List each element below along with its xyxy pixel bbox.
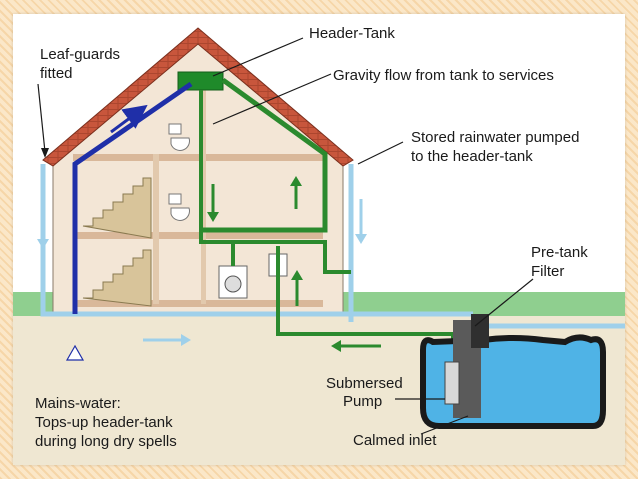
floor-middle [73, 232, 323, 239]
label-leaf-guards-1: Leaf-guards [40, 46, 121, 63]
floor-ground [73, 300, 323, 307]
roof [42, 27, 354, 167]
interior-wall-2 [201, 84, 206, 304]
mains-inlet-arrow [65, 344, 85, 361]
gravity-supply-pipe [199, 90, 351, 274]
label-pre-tank-1: Pre-tank [531, 244, 588, 261]
pump-flow-arrowhead [331, 340, 341, 352]
label-mains-2: Tops-up header-tank [35, 414, 173, 431]
leader-calmed-inlet [420, 415, 469, 435]
label-gravity-flow: Gravity flow from tank to services [333, 67, 554, 84]
mains-pipe [72, 81, 193, 314]
filter-cap [471, 314, 489, 348]
staircase-upper [82, 177, 152, 239]
label-submersed-1: Submersed [326, 375, 403, 392]
submersed-pump [444, 361, 460, 405]
drain-flow-arrowhead [181, 334, 191, 346]
label-calmed-inlet: Calmed inlet [353, 432, 437, 449]
mains-flow-arrow [110, 104, 148, 134]
label-stored-rainwater-1: Stored rainwater pumped [411, 129, 580, 146]
washing-machine-icon [218, 265, 248, 299]
staircase-lower [82, 249, 152, 307]
label-header-tank: Header-Tank [309, 25, 395, 42]
label-submersed-2: Pump [343, 393, 383, 410]
label-leaf-guards-2: fitted [40, 65, 73, 82]
toilet-upper-icon [168, 123, 190, 151]
downpipe-arrowhead-right [355, 234, 367, 244]
interior-wall [153, 154, 159, 304]
leader-leaf-guards [37, 83, 46, 153]
leader-header-tank [212, 37, 304, 77]
leader-gravity-flow [212, 73, 332, 125]
leader-leaf-guards-head [41, 148, 49, 158]
label-pre-tank-2: Filter [531, 263, 565, 280]
diagram-panel: Header-Tank Leaf-guards fitted Gravity f… [13, 14, 625, 465]
toilet-middle-icon [168, 193, 190, 221]
leader-pre-tank [474, 278, 534, 327]
label-mains-1: Mains-water: [35, 395, 121, 412]
floor-upper [73, 154, 323, 161]
label-stored-rainwater-2: to the header-tank [411, 148, 533, 165]
rainwater-riser-pipe [201, 77, 328, 233]
riser-flow-arrowhead [290, 176, 302, 186]
label-mains-3: during long dry spells [35, 433, 177, 450]
downpipe-arrowhead-left [37, 239, 49, 249]
rainwater-system-diagram [13, 27, 625, 465]
leader-stored-rainwater [357, 141, 404, 165]
delivery-flow-arrowhead [291, 270, 303, 280]
gravity-flow-arrowhead [207, 212, 219, 222]
